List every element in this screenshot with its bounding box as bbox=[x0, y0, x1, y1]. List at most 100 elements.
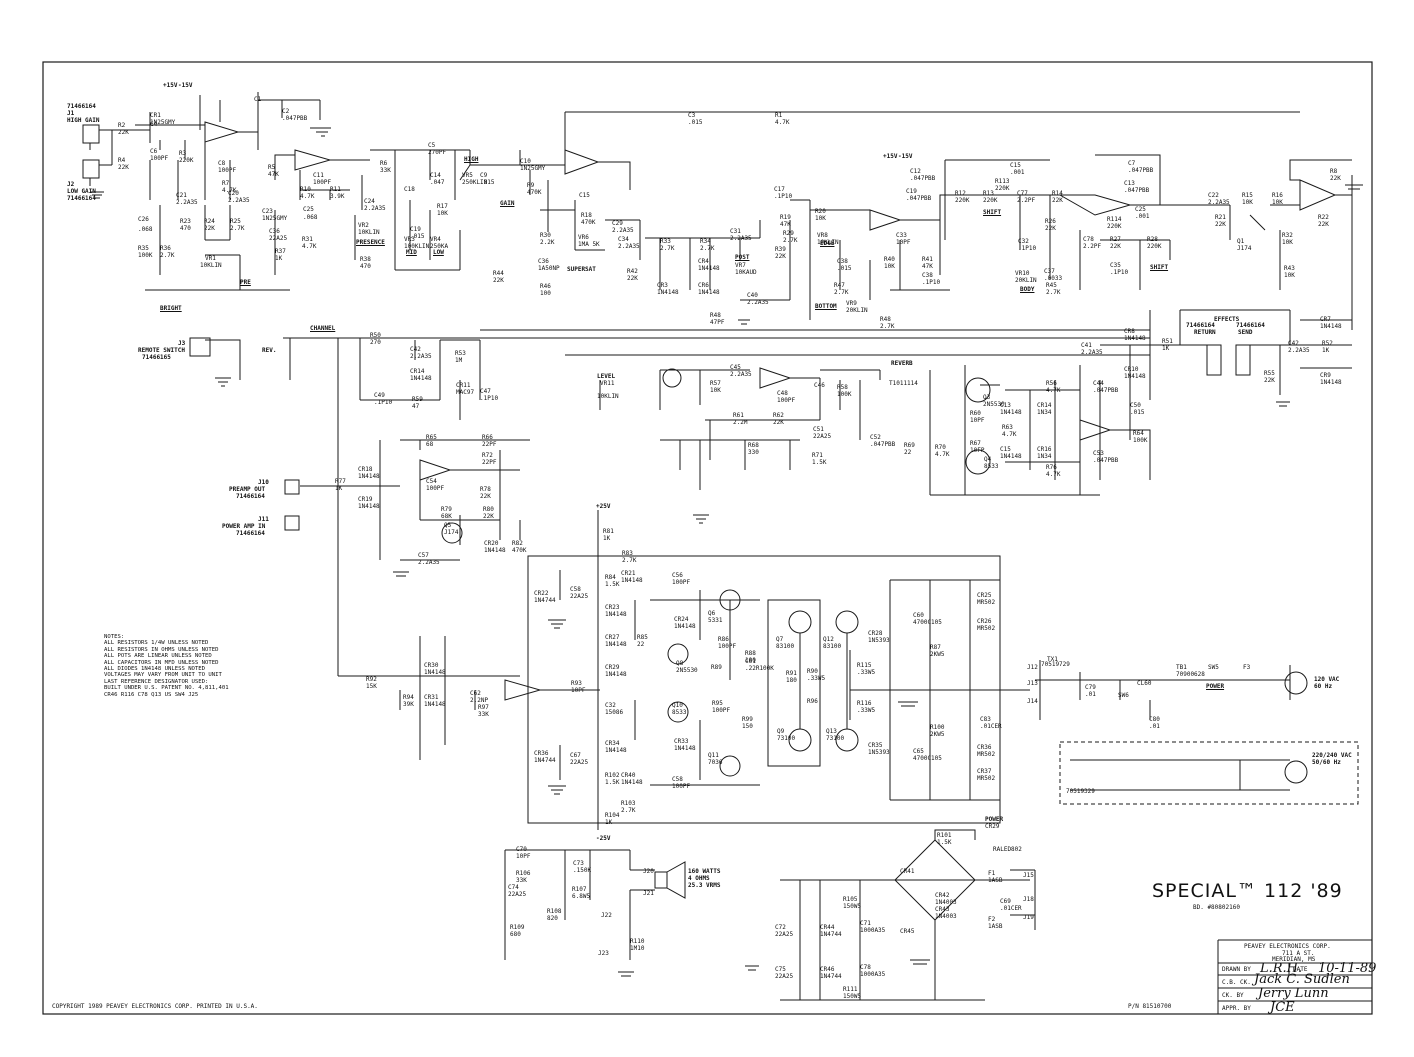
note-line: ALL RESISTORS 1/4W UNLESS NOTED bbox=[104, 640, 209, 647]
component-designator: R110 bbox=[630, 938, 645, 945]
component-designator: Q5 bbox=[444, 522, 452, 529]
component-designator: R36 bbox=[160, 245, 171, 252]
component-designator: CL60 bbox=[1137, 680, 1152, 687]
component-value: .22R100K bbox=[745, 665, 774, 672]
appr-signature: JCE bbox=[1270, 1000, 1295, 1015]
component-designator: Q8 bbox=[676, 660, 684, 667]
component-value: 1K bbox=[335, 485, 343, 492]
component-value: 220K bbox=[995, 185, 1010, 192]
title-block-frame bbox=[1217, 939, 1372, 1014]
component-value: 22A25 bbox=[508, 891, 527, 898]
component-designator: R48 bbox=[880, 316, 891, 323]
component-value: 10K bbox=[815, 215, 826, 222]
component-label: F3 bbox=[1243, 664, 1250, 671]
component-value: .33W5 bbox=[857, 707, 876, 714]
pre-label: PRE bbox=[240, 279, 251, 286]
gain-stage bbox=[500, 111, 1300, 320]
component-label: C61.22R100K bbox=[745, 658, 774, 672]
mains-export-frequency: 50/60 Hz bbox=[1312, 759, 1341, 766]
component-value: 22K bbox=[480, 493, 491, 500]
component-designator: C58 bbox=[672, 776, 683, 783]
component-designator: CR3 bbox=[657, 282, 668, 289]
component-label: J13 bbox=[1027, 680, 1038, 687]
component-designator: C42 bbox=[1288, 340, 1299, 347]
component-value: .1P10 bbox=[1018, 245, 1037, 252]
component-designator: C12 bbox=[910, 168, 921, 175]
component-value: 1K bbox=[605, 819, 613, 826]
component-designator: CR14 bbox=[1037, 402, 1052, 409]
component-value: 4.7K bbox=[1046, 471, 1061, 478]
input2-part-label: 71466164 bbox=[67, 195, 96, 202]
component-value: 1MA 5K bbox=[578, 241, 600, 248]
component-value: 10FP bbox=[970, 447, 985, 454]
component-value: 1N4148 bbox=[1124, 335, 1146, 342]
component-value: 4.7K bbox=[302, 243, 317, 250]
output-section-pre bbox=[1229, 159, 1353, 330]
appr-label: APPR. BY bbox=[1222, 1005, 1251, 1012]
component-value: 33K bbox=[380, 167, 391, 174]
component-value: 22K bbox=[1052, 197, 1063, 204]
component-designator: R48 bbox=[710, 312, 721, 319]
component-value: 2.7K bbox=[160, 252, 175, 259]
component-designator: R103 bbox=[621, 800, 636, 807]
component-designator: J23 bbox=[598, 950, 609, 957]
component-designator: C53 bbox=[1093, 450, 1104, 457]
bright-label: BRIGHT bbox=[160, 305, 182, 312]
component-designator: R47 bbox=[834, 282, 845, 289]
part-number: P/N 81510700 bbox=[1128, 1003, 1172, 1010]
low-gain-label: LOW GAIN bbox=[67, 188, 96, 195]
component-designator: C51 bbox=[813, 426, 824, 433]
component-value: 8533 bbox=[672, 709, 687, 716]
component-designator: C24 bbox=[364, 198, 375, 205]
component-label: C80.01 bbox=[1149, 716, 1160, 730]
component-value: 4.7K bbox=[222, 187, 237, 194]
component-designator: C77 bbox=[1017, 190, 1028, 197]
component-value: 10K bbox=[1284, 272, 1295, 279]
component-designator: R9 bbox=[527, 182, 535, 189]
component-designator: J22 bbox=[601, 912, 612, 919]
component-label: C32.1P10 bbox=[1018, 238, 1036, 252]
preamp-out-part: 71466164 bbox=[236, 493, 265, 500]
component-value: 150W5 bbox=[843, 993, 862, 1000]
component-value: 1N4148 bbox=[674, 623, 696, 630]
component-label: J21 bbox=[643, 890, 654, 897]
component-label: TX1 bbox=[1047, 656, 1058, 663]
component-value: 22K bbox=[1318, 221, 1329, 228]
component-value: 47K bbox=[268, 171, 279, 178]
component-designator: R52 bbox=[1322, 340, 1333, 347]
component-value: 1N4148 bbox=[621, 779, 643, 786]
component-designator: R44 bbox=[493, 270, 504, 277]
component-designator: C69 bbox=[1000, 898, 1011, 905]
component-designator: C9 bbox=[480, 172, 488, 179]
component-designator: C8 bbox=[218, 160, 226, 167]
component-value: 470 bbox=[180, 225, 191, 232]
component-label: CR45 bbox=[900, 928, 914, 935]
component-designator: C37 bbox=[1044, 268, 1055, 275]
component-designator: R115 bbox=[857, 662, 872, 669]
component-designator: R55 bbox=[1264, 370, 1275, 377]
component-designator: R80 bbox=[483, 506, 494, 513]
note-line: ALL POTS ARE LINEAR UNLESS NOTED bbox=[104, 653, 212, 660]
component-designator: R90 bbox=[807, 668, 818, 675]
